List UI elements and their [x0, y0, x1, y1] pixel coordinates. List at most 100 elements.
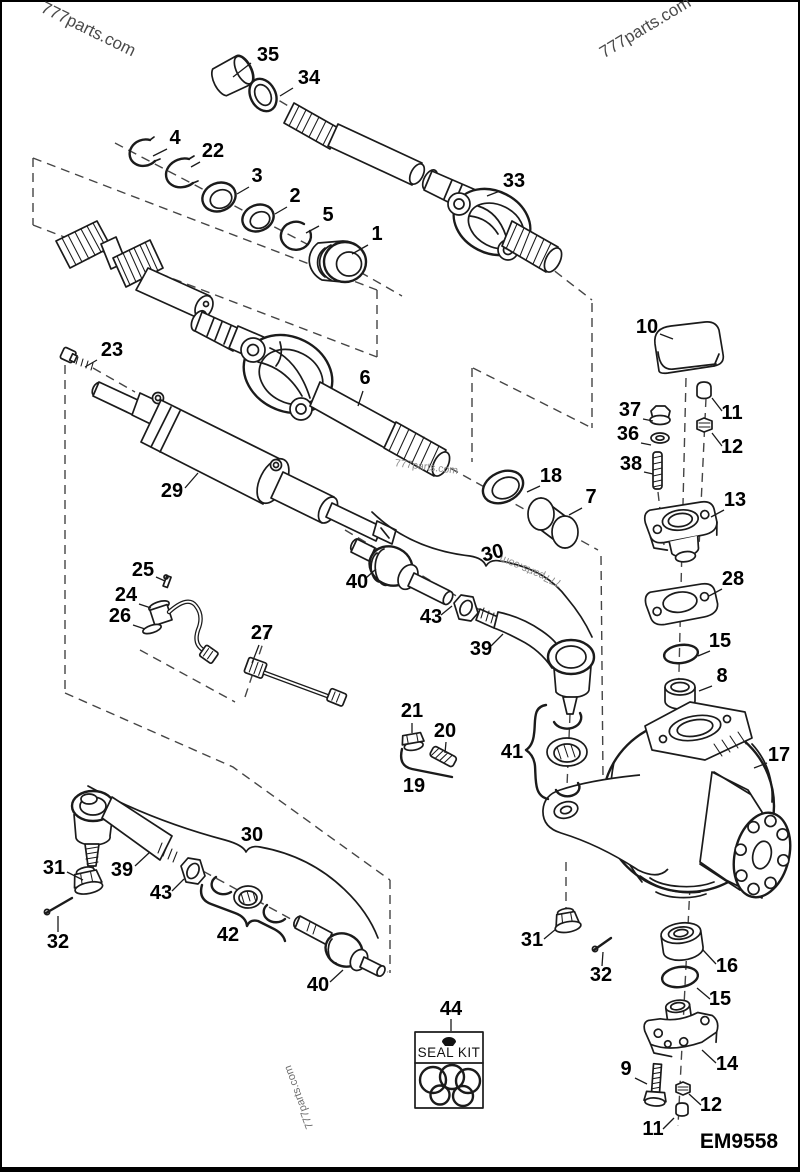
part-label-11: 11 — [721, 402, 742, 424]
part-label-41: 41 — [501, 741, 523, 763]
snap-ring-4 — [128, 136, 161, 168]
leader-line-2 — [274, 206, 288, 215]
seal-kit-title: SEAL KIT — [418, 1045, 481, 1060]
seal-ring-3 — [201, 181, 237, 213]
group-19-bracket — [399, 747, 454, 779]
leader-line-40 — [329, 969, 344, 983]
watermark-0: 777parts.com — [38, 0, 139, 60]
leader-line-4 — [152, 148, 168, 157]
u-joint-shaft-6 — [190, 309, 451, 477]
part-label-36: 36 — [617, 423, 639, 445]
leader-line-36 — [640, 442, 652, 446]
brace-41 — [524, 703, 550, 801]
part-label-15: 15 — [709, 988, 731, 1010]
part-label-30: 30 — [241, 824, 263, 846]
leader-line-3 — [236, 186, 250, 195]
part-label-3: 3 — [251, 165, 262, 187]
jam-nut-43-lower — [180, 857, 206, 885]
inner-tie-rod-40-lower — [293, 915, 386, 978]
leader-line-22 — [190, 161, 201, 168]
brace-42 — [199, 883, 287, 943]
leader-line-9 — [634, 1077, 648, 1085]
leader-line-38 — [643, 471, 654, 475]
part-labels: 3534422325133236291037363811121318728158… — [43, 44, 790, 1140]
o-ring-5 — [279, 220, 313, 251]
part-label-27: 27 — [251, 622, 273, 644]
leader-line-43 — [440, 605, 453, 616]
part-label-16: 16 — [716, 955, 738, 977]
part-label-5: 5 — [322, 204, 333, 226]
leader-line-14 — [701, 1049, 717, 1064]
bearing-cup-1 — [308, 240, 368, 284]
ring-2 — [241, 203, 275, 233]
leader-line-34 — [279, 87, 294, 97]
leader-line-12 — [711, 432, 723, 447]
steering-knuckle-17 — [542, 701, 792, 899]
part-label-35: 35 — [257, 44, 279, 66]
cable-27 — [243, 656, 348, 707]
leader-line-15 — [696, 987, 711, 1000]
group-30-bracket-lower — [87, 785, 379, 939]
bolt-9 — [643, 1062, 667, 1107]
leader-line-25 — [155, 576, 166, 582]
part-label-6: 6 — [359, 367, 370, 389]
watermark-4: 777parts.com — [282, 1064, 316, 1131]
part-label-8: 8 — [716, 665, 727, 687]
castle-nut-31-right — [554, 907, 582, 934]
part-label-39: 39 — [470, 638, 492, 660]
cotter-pin-32-lower — [43, 896, 74, 916]
washer-36 — [650, 432, 670, 444]
part-label-19: 19 — [403, 775, 425, 797]
seal-kit-box: SEAL KIT — [414, 1031, 484, 1109]
part-label-21: 21 — [401, 700, 423, 722]
jam-nut-43-middle — [453, 594, 479, 622]
leader-line-5 — [305, 225, 320, 234]
leader-line-31 — [543, 928, 557, 940]
cap-nut-11-lower — [675, 1102, 689, 1117]
input-shaft — [55, 220, 214, 320]
part-label-29: 29 — [161, 480, 183, 502]
leader-line-17 — [753, 762, 768, 769]
bearing-ring-34 — [248, 77, 278, 113]
part-label-32: 32 — [590, 964, 612, 986]
part-label-32: 32 — [47, 931, 69, 953]
snap-ring-18 — [481, 469, 525, 505]
part-label-12: 12 — [721, 436, 743, 458]
leader-line-15 — [697, 650, 711, 657]
cotter-pin-32-right — [591, 936, 613, 953]
o-ring-15-upper — [662, 643, 700, 665]
part-label-26: 26 — [109, 605, 131, 627]
part-label-7: 7 — [585, 486, 596, 508]
part-label-23: 23 — [101, 339, 123, 361]
castle-nut-31-lower — [73, 866, 104, 895]
leader-line-24 — [138, 603, 152, 609]
leader-line-40 — [365, 568, 377, 579]
leader-line-26 — [132, 624, 146, 630]
seal-group-42 — [199, 875, 287, 943]
washer-26 — [142, 623, 162, 635]
watermark-3: 777parts.com — [498, 552, 564, 589]
nut-37 — [649, 405, 671, 426]
leader-line-18 — [526, 485, 541, 493]
leader-line-20 — [444, 741, 447, 754]
leader-line-6 — [357, 390, 364, 407]
sensor-connector — [198, 644, 219, 664]
part-label-18: 18 — [540, 465, 562, 487]
part-label-39: 39 — [111, 859, 133, 881]
leader-line-31 — [66, 871, 84, 881]
part-label-1: 1 — [371, 223, 382, 245]
part-label-31: 31 — [521, 929, 543, 951]
flange-13 — [643, 500, 718, 563]
part-label-43: 43 — [420, 606, 442, 628]
part-label-11: 11 — [642, 1118, 663, 1140]
cap-nut-11-upper — [696, 381, 712, 400]
leader-line-11 — [711, 397, 723, 412]
leader-line-10 — [659, 333, 674, 340]
part-label-13: 13 — [724, 489, 746, 511]
part-label-14: 14 — [716, 1053, 739, 1075]
drive-shaft-33 — [283, 102, 563, 273]
part-label-28: 28 — [722, 568, 744, 590]
leader-line-29 — [184, 472, 199, 489]
